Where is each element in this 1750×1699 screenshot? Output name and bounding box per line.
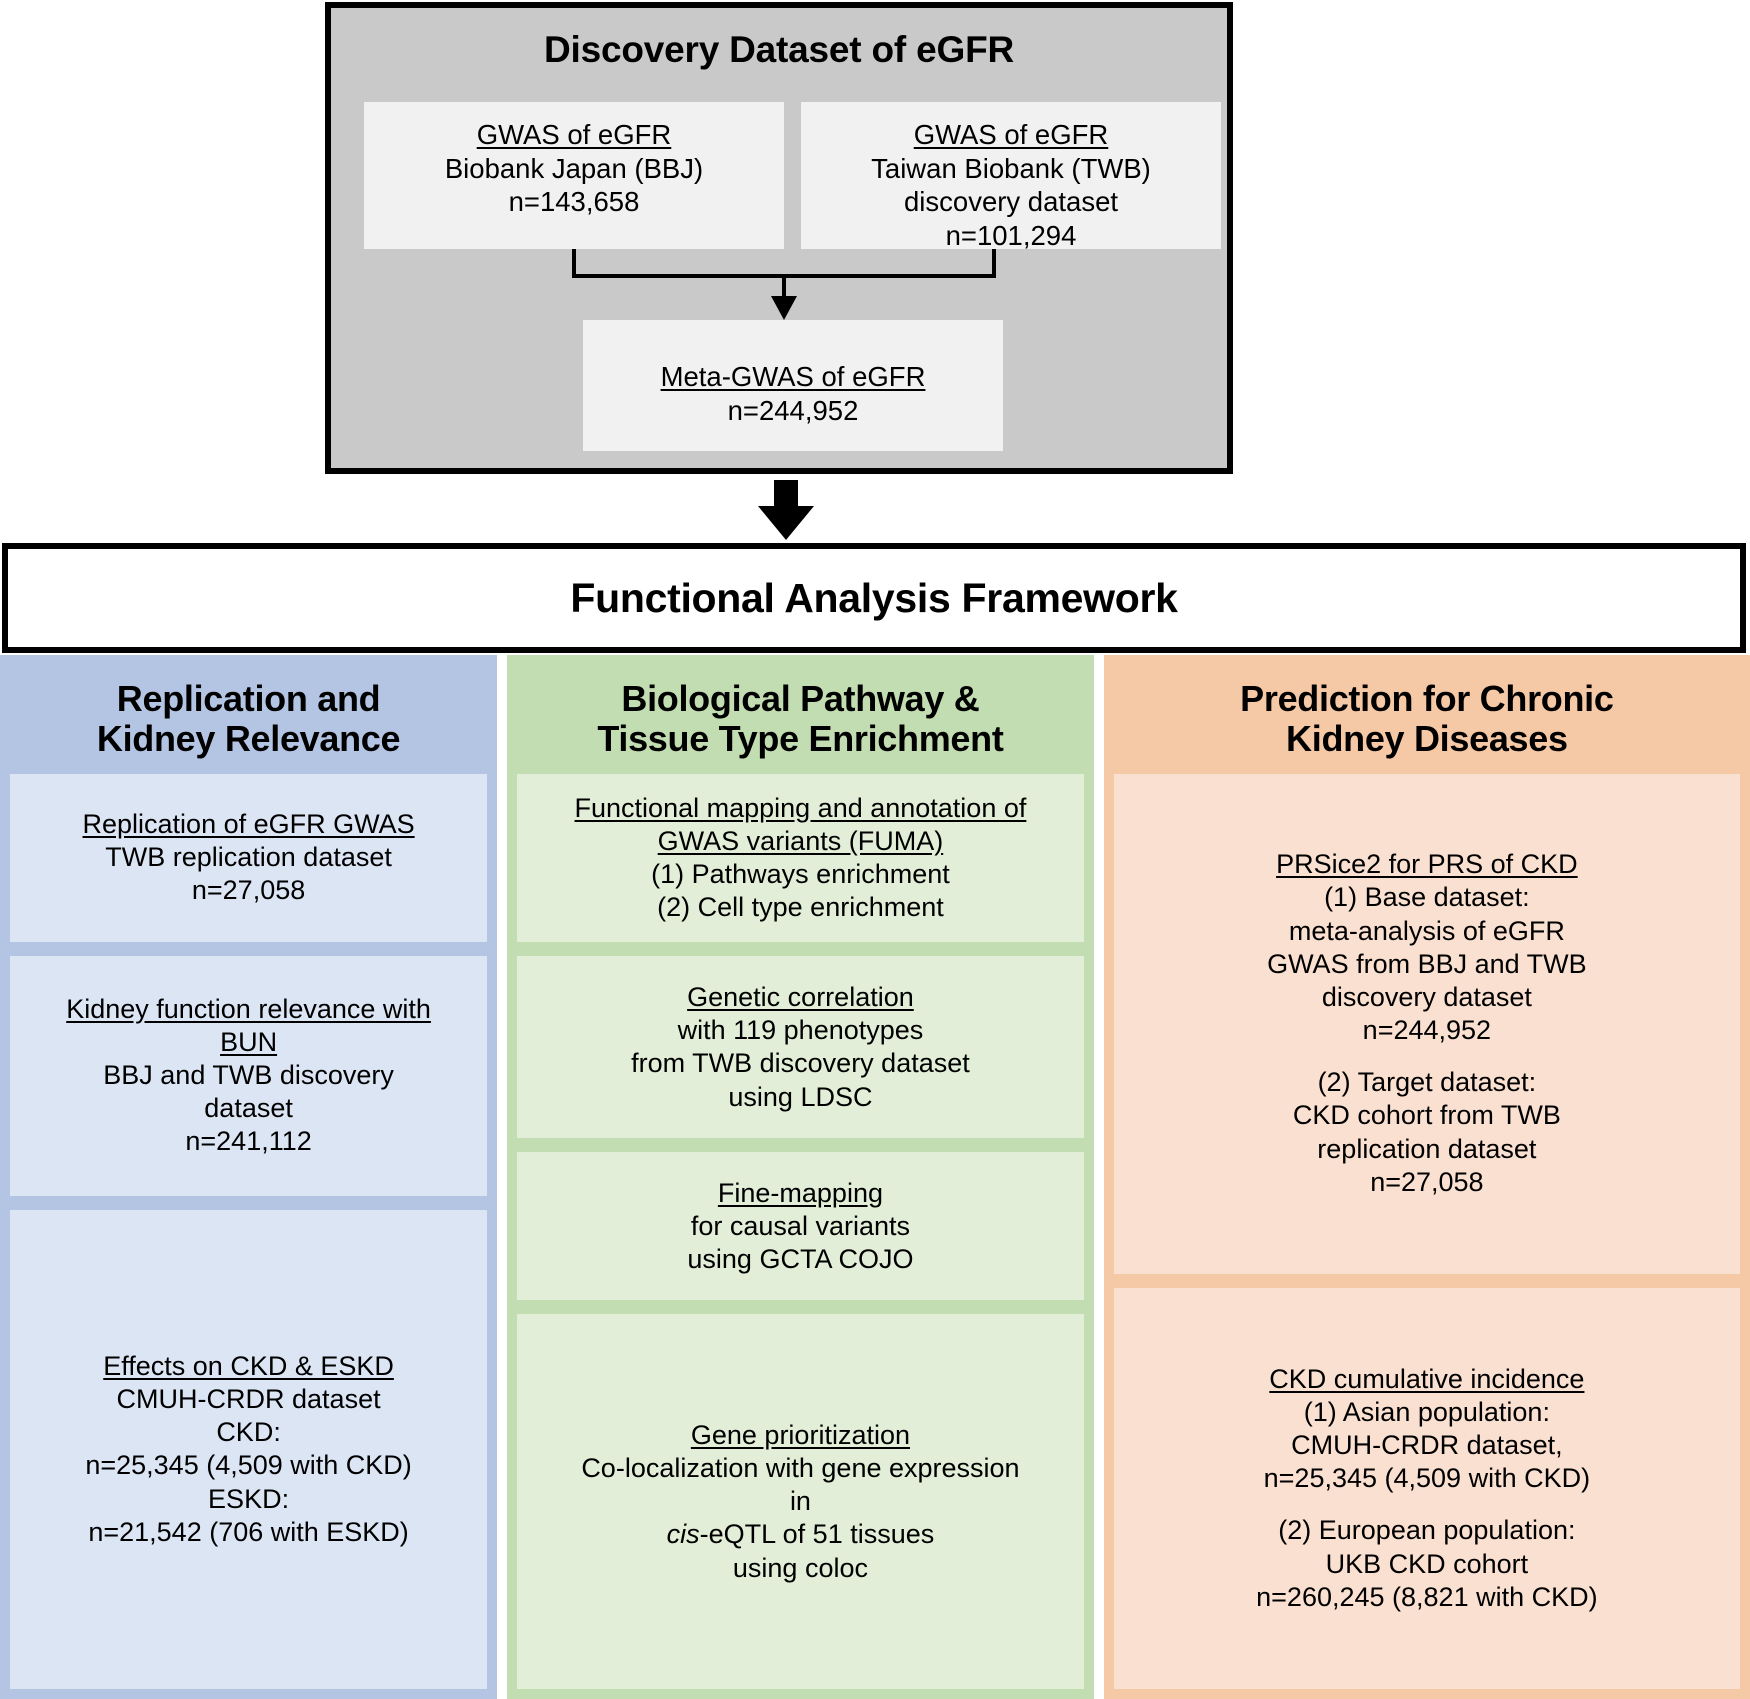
card-heading: Genetic correlation xyxy=(687,982,914,1013)
card-spacer xyxy=(1122,1047,1732,1066)
column-prediction-heading-line2: Kidney Diseases xyxy=(1286,718,1568,760)
column-replication-heading-line2: Kidney Relevance xyxy=(96,718,401,760)
card-prsice2-prs-ckd: PRSice2 for PRS of CKD (1) Base dataset:… xyxy=(1113,773,1740,1274)
gwas-bbj-heading: GWAS of eGFR xyxy=(476,119,672,150)
column-pathway-heading-line1: Biological Pathway & xyxy=(621,678,980,719)
analysis-columns: Replication and Kidney Relevance Replica… xyxy=(0,655,1750,1699)
card-ckd-cumulative-incidence: CKD cumulative incidence (1) Asian popul… xyxy=(1113,1287,1740,1689)
discovery-dataset-panel: Discovery Dataset of eGFR GWAS of eGFR B… xyxy=(325,2,1233,474)
gwas-twb-line2: discovery dataset xyxy=(904,186,1118,218)
card-line: from TWB discovery dataset xyxy=(631,1048,970,1079)
card-heading: Fine-mapping xyxy=(717,1177,883,1208)
card-line: using LDSC xyxy=(728,1081,873,1112)
column-pathway-heading: Biological Pathway & Tissue Type Enrichm… xyxy=(517,665,1084,774)
card-line: n=27,058 xyxy=(1370,1166,1484,1197)
card-line: CMUH-CRDR dataset xyxy=(116,1383,381,1414)
gwas-bbj-line2: n=143,658 xyxy=(508,186,640,218)
gwas-twb-heading: GWAS of eGFR xyxy=(913,119,1109,150)
card-line: n=27,058 xyxy=(191,875,306,906)
gwas-twb-line3: n=101,294 xyxy=(945,219,1077,251)
down-arrow-icon xyxy=(756,480,816,542)
framework-title: Functional Analysis Framework xyxy=(570,574,1178,621)
card-line: (1) Asian population: xyxy=(1303,1396,1550,1427)
card-heading: PRSice2 for PRS of CKD xyxy=(1276,849,1578,880)
gwas-twb-box: GWAS of eGFR Taiwan Biobank (TWB) discov… xyxy=(801,102,1221,251)
gwas-bbj-line1: Biobank Japan (BBJ) xyxy=(444,152,704,184)
card-line: CMUH-CRDR dataset, xyxy=(1291,1430,1563,1461)
card-heading: Effects on CKD & ESKD xyxy=(103,1350,394,1381)
meta-gwas-heading: Meta-GWAS of eGFR xyxy=(660,361,926,392)
meta-gwas-line1: n=244,952 xyxy=(727,394,859,426)
column-prediction-chronic-kidney-diseases: Prediction for Chronic Kidney Diseases P… xyxy=(1103,655,1750,1699)
card-effects-ckd-eskd: Effects on CKD & ESKD CMUH-CRDR dataset … xyxy=(10,1209,488,1689)
column-replication-heading-line1: Replication and xyxy=(116,678,381,719)
card-line: in xyxy=(789,1486,811,1517)
discovery-panel-title: Discovery Dataset of eGFR xyxy=(543,29,1014,70)
card-genetic-correlation: Genetic correlation with 119 phenotypes … xyxy=(517,956,1084,1139)
card-heading: Kidney function relevance with xyxy=(66,993,431,1024)
card-line: (2) Target dataset: xyxy=(1317,1067,1537,1098)
column-prediction-heading: Prediction for Chronic Kidney Diseases xyxy=(1114,665,1740,774)
card-heading-2: GWAS variants (FUMA) xyxy=(657,825,944,856)
card-line: with 119 phenotypes xyxy=(677,1015,924,1046)
card-heading: Functional mapping and annotation of xyxy=(574,792,1027,823)
card-fuma-functional-mapping: Functional mapping and annotation of GWA… xyxy=(517,773,1084,943)
card-line: (1) Base dataset: xyxy=(1324,882,1530,913)
functional-analysis-framework-bar: Functional Analysis Framework xyxy=(2,543,1746,653)
card-replication-egfr-gwas: Replication of eGFR GWAS TWB replication… xyxy=(10,773,488,942)
card-line: CKD: xyxy=(216,1417,281,1448)
card-line: n=260,245 (8,821 with CKD) xyxy=(1256,1581,1598,1612)
card-fine-mapping: Fine-mapping for causal variants using G… xyxy=(517,1152,1084,1301)
card-line: BBJ and TWB discovery xyxy=(103,1060,394,1091)
card-line: n=25,345 (4,509 with CKD) xyxy=(1263,1463,1591,1494)
card-line: replication dataset xyxy=(1317,1133,1537,1164)
column-pathway-heading-line2: Tissue Type Enrichment xyxy=(597,718,1004,760)
card-line: (2) Cell type enrichment xyxy=(657,892,944,923)
column-prediction-heading-line1: Prediction for Chronic xyxy=(1240,678,1614,719)
meta-gwas-box: Meta-GWAS of eGFR n=244,952 xyxy=(583,320,1003,451)
card-heading: Gene prioritization xyxy=(690,1419,910,1450)
card-line: n=244,952 xyxy=(1362,1015,1492,1046)
card-line: n=241,112 xyxy=(185,1126,312,1157)
card-heading-2: BUN xyxy=(220,1026,278,1057)
gwas-twb-line1: Taiwan Biobank (TWB) xyxy=(871,152,1151,184)
card-line: CKD cohort from TWB xyxy=(1292,1100,1561,1131)
card-line: n=25,345 (4,509 with CKD) xyxy=(85,1450,412,1481)
card-line: ESKD: xyxy=(208,1483,290,1514)
card-line: dataset xyxy=(204,1093,293,1124)
column-biological-pathway-tissue-enrichment: Biological Pathway & Tissue Type Enrichm… xyxy=(507,655,1094,1699)
card-spacer xyxy=(1122,1495,1732,1514)
card-line: TWB replication dataset xyxy=(105,842,392,873)
card-heading: Replication of eGFR GWAS xyxy=(82,808,415,839)
card-line: Co-localization with gene expression xyxy=(581,1452,1020,1483)
card-line: discovery dataset xyxy=(1321,981,1532,1012)
column-replication-kidney-relevance: Replication and Kidney Relevance Replica… xyxy=(0,655,498,1699)
card-line: (2) European population: xyxy=(1278,1515,1576,1546)
card-line: using GCTA COJO xyxy=(687,1244,914,1275)
card-line: UKB CKD cohort xyxy=(1325,1548,1529,1579)
card-line: for causal variants xyxy=(690,1210,910,1241)
card-gene-prioritization: Gene prioritization Co-localization with… xyxy=(517,1314,1084,1689)
card-line: using coloc xyxy=(732,1552,868,1583)
card-heading: CKD cumulative incidence xyxy=(1269,1363,1585,1394)
card-line: (1) Pathways enrichment xyxy=(651,859,950,890)
card-kidney-function-bun: Kidney function relevance with BUN BBJ a… xyxy=(10,955,488,1196)
card-line-cis-eqtl: cis-eQTL of 51 tissues xyxy=(666,1519,935,1550)
gwas-bbj-box: GWAS of eGFR Biobank Japan (BBJ) n=143,6… xyxy=(364,102,784,249)
card-line: meta-analysis of eGFR xyxy=(1288,915,1565,946)
column-replication-heading: Replication and Kidney Relevance xyxy=(10,665,487,774)
card-line: n=21,542 (706 with ESKD) xyxy=(88,1516,409,1547)
card-line: GWAS from BBJ and TWB xyxy=(1267,948,1587,979)
